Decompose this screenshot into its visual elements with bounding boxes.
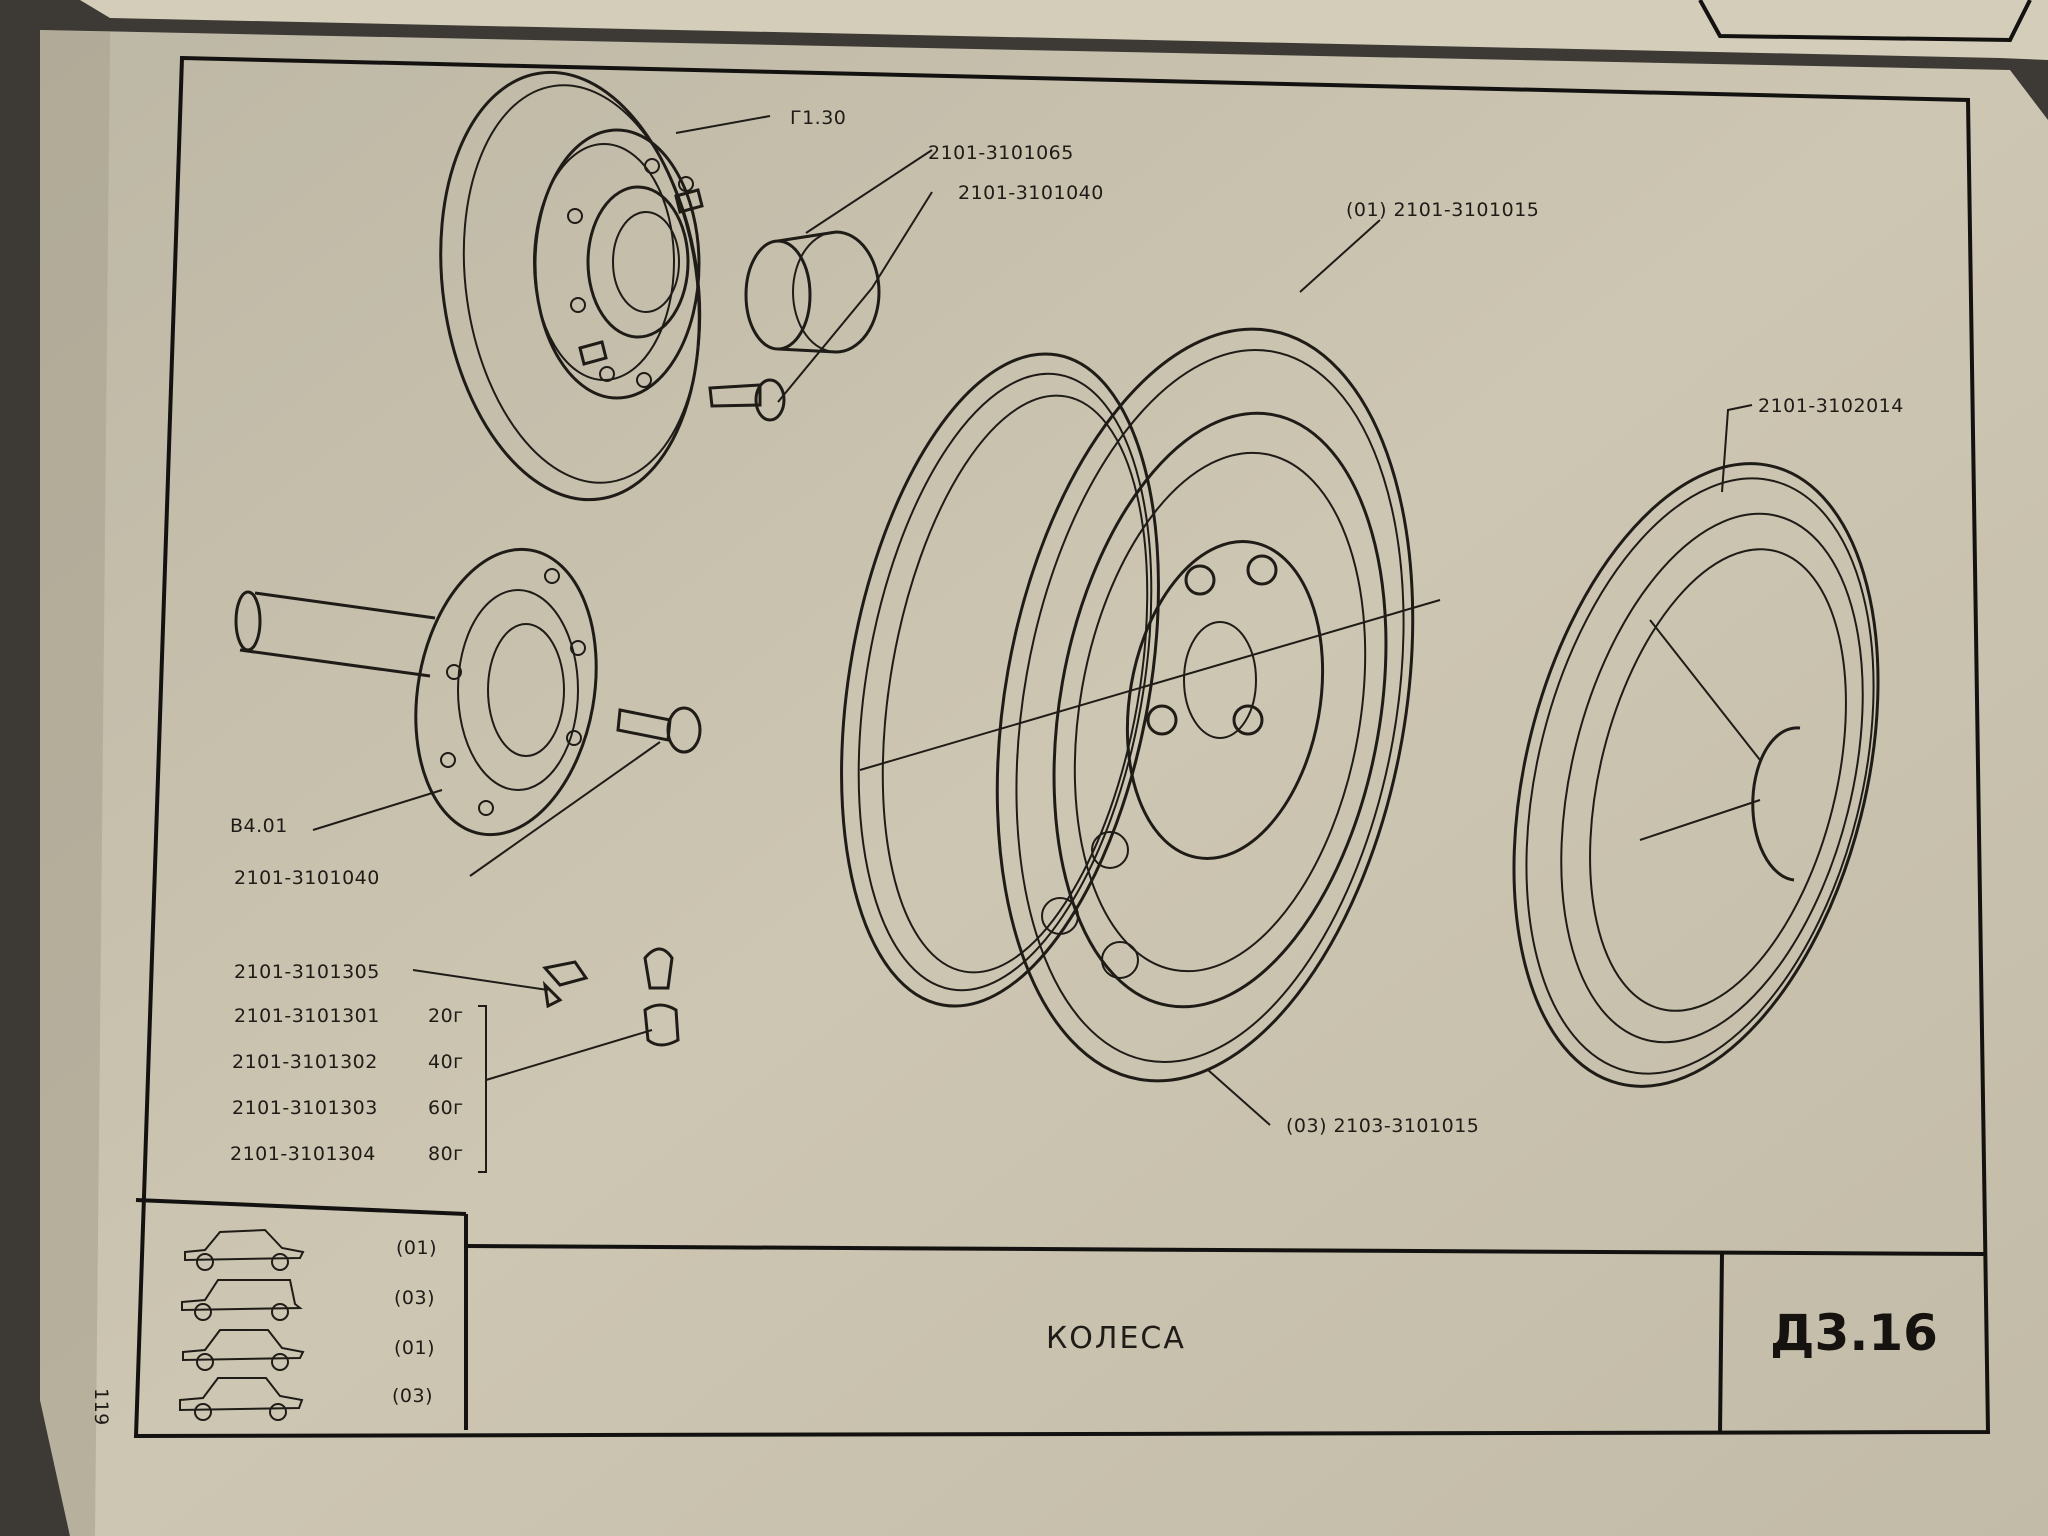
leader-cap (805, 149, 933, 234)
label-axle-ref: В4.01 (230, 815, 288, 837)
page-number: 119 (90, 1388, 112, 1426)
label-clip: 2101-3101305 (234, 961, 380, 983)
clip-drawing (542, 960, 589, 1009)
axle-bolt-drawing (616, 706, 702, 754)
hubcap-drawing (1512, 462, 1880, 1088)
title-block (135, 1198, 1985, 1435)
leader-hub (675, 115, 771, 134)
page-shadow (40, 30, 110, 1536)
car-wagon-icon (181, 1279, 303, 1321)
paper-sheet (40, 30, 2048, 1536)
model-code-3: (01) (394, 1337, 435, 1359)
label-hub-ref: Г1.30 (790, 107, 846, 129)
leader-hub-bolt (777, 191, 933, 403)
label-axle-bolt: 2101-3101040 (234, 867, 380, 889)
weight-mass-2: 40г (428, 1051, 464, 1073)
next-page-edge (80, 0, 2048, 60)
label-cap-part: 2101-3101065 (928, 142, 1074, 164)
car-sedan-lux-icon (179, 1377, 304, 1421)
weight-part-3: 2101-3101303 (232, 1097, 378, 1119)
model-code-1: (01) (396, 1237, 437, 1259)
leader-wheel-01 (1299, 219, 1381, 293)
leader-hubcap (1721, 404, 1753, 493)
weight-part-2: 2101-3101302 (232, 1051, 378, 1073)
next-page-box (1698, 0, 2032, 43)
car-1300-icon (182, 1329, 305, 1371)
label-hub-bolt: 2101-3101040 (958, 182, 1104, 204)
label-wheel-03: (03) 2103-3101015 (1286, 1115, 1479, 1137)
weight-mass-3: 60г (428, 1097, 464, 1119)
leader-axle-bolt (469, 741, 661, 877)
weight-part-4: 2101-3101304 (230, 1143, 376, 1165)
weights-bracket (478, 1005, 487, 1173)
brake-disc-drawing (439, 70, 704, 502)
section-title: КОЛЕСА (1046, 1321, 1186, 1356)
label-hubcap: 2101-3102014 (1758, 395, 1904, 417)
weight-part-1: 2101-3101301 (234, 1005, 380, 1027)
leader-axle (312, 789, 443, 831)
centre-cap-drawing (744, 230, 881, 354)
leader-weights (485, 1029, 653, 1081)
section-code: Д3.16 (1770, 1304, 1938, 1362)
axle-shaft-drawing (234, 547, 598, 837)
car-sedan-icon (184, 1228, 305, 1271)
leader-wheel-03 (1207, 1069, 1271, 1126)
weight-mass-4: 80г (428, 1143, 464, 1165)
label-wheel-01: (01) 2101-3101015 (1346, 199, 1539, 221)
steel-wheel-drawing (840, 327, 1441, 1083)
leader-clip (412, 969, 549, 991)
model-code-2: (03) (394, 1287, 435, 1309)
balance-weight-drawing (643, 947, 680, 1047)
model-code-4: (03) (392, 1385, 433, 1407)
weight-mass-1: 20г (428, 1005, 464, 1027)
drawing-frame (133, 55, 1991, 1439)
hub-bolt-drawing (708, 378, 786, 422)
